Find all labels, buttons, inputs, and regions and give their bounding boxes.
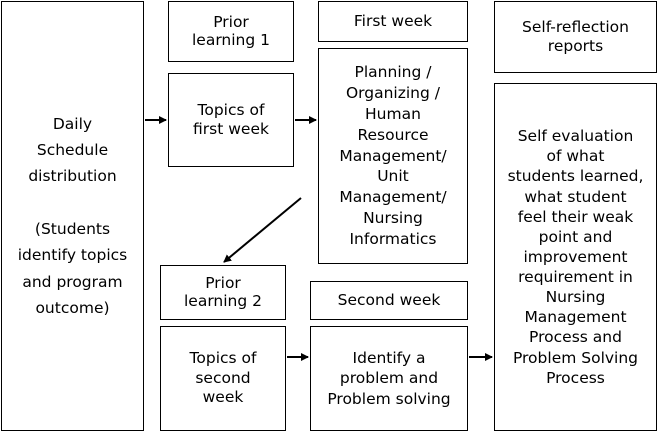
topics-first-week-box: Topics of first week <box>168 73 294 167</box>
daily-schedule-box: Daily Schedule distribution (Students id… <box>1 1 144 431</box>
prior-learning-2-box: Prior learning 2 <box>160 265 286 320</box>
prior-learning-1-box: Prior learning 1 <box>168 1 294 62</box>
second-week-box: Second week <box>310 281 468 320</box>
self-reflection-box: Self-reflection reports <box>494 1 657 73</box>
arrow-planning-to-prior2 <box>223 197 302 263</box>
first-week-box: First week <box>318 1 468 42</box>
identify-problem-box: Identify a problem and Problem solving <box>310 326 468 431</box>
topics-second-week-box: Topics of second week <box>160 326 286 431</box>
planning-topics-box: Planning / Organizing / Human Resource M… <box>318 48 468 264</box>
self-evaluation-box: Self evaluation of what students learned… <box>494 83 657 431</box>
